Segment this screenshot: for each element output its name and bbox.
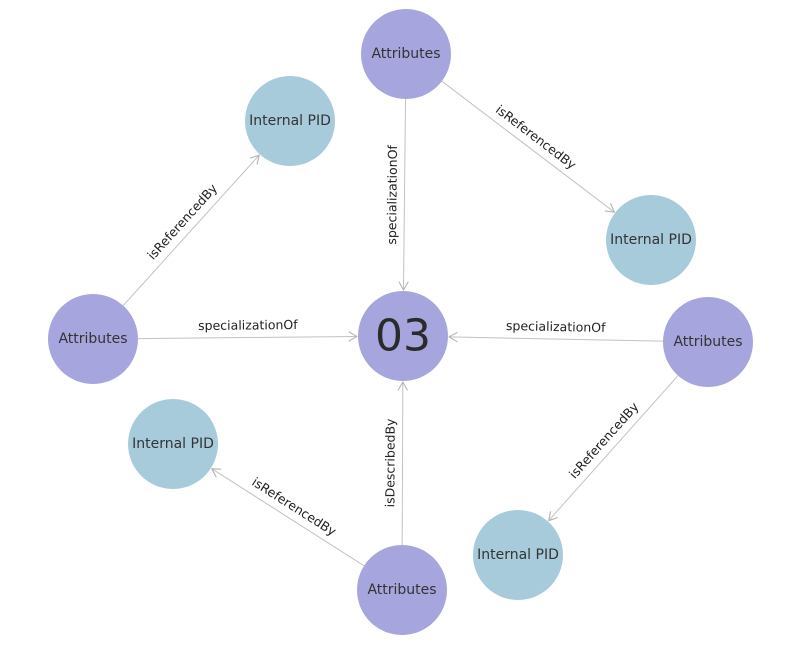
node-pid-bottom-left[interactable]: Internal PID <box>128 399 218 489</box>
pid-node-circle <box>128 399 218 489</box>
node-label: Attributes <box>673 334 742 350</box>
node-pid-top-left[interactable]: Internal PID <box>245 76 335 166</box>
edge-attr_top-to-center: specializationOf <box>384 98 409 291</box>
edge-line <box>401 381 404 546</box>
attribute-node-circle <box>48 294 138 384</box>
node-center[interactable]: 03 <box>358 291 448 381</box>
node-pid-top-right[interactable]: Internal PID <box>606 195 696 285</box>
attribute-node-circle <box>361 9 451 99</box>
edge-label: isReferencedBy <box>144 180 220 262</box>
node-label: Internal PID <box>249 113 331 129</box>
node-attr-left[interactable]: Attributes <box>48 294 138 384</box>
edge-line <box>402 98 407 291</box>
pid-node-circle <box>245 76 335 166</box>
arrow-head-icon <box>249 154 260 165</box>
edge-label: isReferencedBy <box>493 102 580 173</box>
arrow-head-icon <box>398 281 409 291</box>
edge-attr_top-to-pid_top_right: isReferencedBy <box>441 80 615 213</box>
edge-label: isReferencedBy <box>566 399 642 482</box>
node-label: Internal PID <box>132 436 214 452</box>
attribute-node-circle <box>357 545 447 635</box>
node-label: Internal PID <box>477 547 559 563</box>
edge-attr_bottom-to-pid_bottom_left: isReferencedBy <box>211 468 365 567</box>
attribute-node-circle <box>663 297 753 387</box>
arrow-head-icon <box>604 203 615 213</box>
edge-line <box>137 335 358 340</box>
arrow-head-icon <box>211 468 222 478</box>
arrow-head-icon <box>448 332 458 343</box>
node-label: Attributes <box>367 582 436 598</box>
edge-label: isDescribedBy <box>382 418 397 507</box>
edge-line <box>122 154 260 306</box>
node-label: Attributes <box>58 331 127 347</box>
edge-attr_right-to-pid_bottom_right: isReferencedBy <box>548 375 679 522</box>
edge-label: specializationOf <box>384 144 400 244</box>
edge-line <box>548 375 679 522</box>
node-attr-top[interactable]: Attributes <box>361 9 451 99</box>
node-attr-right[interactable]: Attributes <box>663 297 753 387</box>
edge-line <box>441 80 615 213</box>
center-node-circle <box>358 291 448 381</box>
node-label: Internal PID <box>610 232 692 248</box>
arrow-head-icon <box>348 331 358 342</box>
node-label: Attributes <box>371 46 440 62</box>
node-pid-bottom-right[interactable]: Internal PID <box>473 510 563 600</box>
edge-attr_right-to-center: specializationOf <box>448 318 664 343</box>
edge-line <box>448 336 664 342</box>
edge-attr_left-to-pid_top_left: isReferencedBy <box>122 154 260 306</box>
edge-label: specializationOf <box>506 318 606 335</box>
edge-attr_bottom-to-center: isDescribedBy <box>382 381 408 546</box>
pid-node-circle <box>473 510 563 600</box>
arrow-head-icon <box>397 381 408 391</box>
edge-label: specializationOf <box>198 317 298 333</box>
arrow-head-icon <box>548 511 558 522</box>
pid-node-circle <box>606 195 696 285</box>
edge-line <box>211 468 365 567</box>
edge-label: isReferencedBy <box>249 474 339 539</box>
node-attr-bottom[interactable]: Attributes <box>357 545 447 635</box>
edge-attr_left-to-center: specializationOf <box>137 317 358 342</box>
node-label: 03 <box>375 311 431 362</box>
